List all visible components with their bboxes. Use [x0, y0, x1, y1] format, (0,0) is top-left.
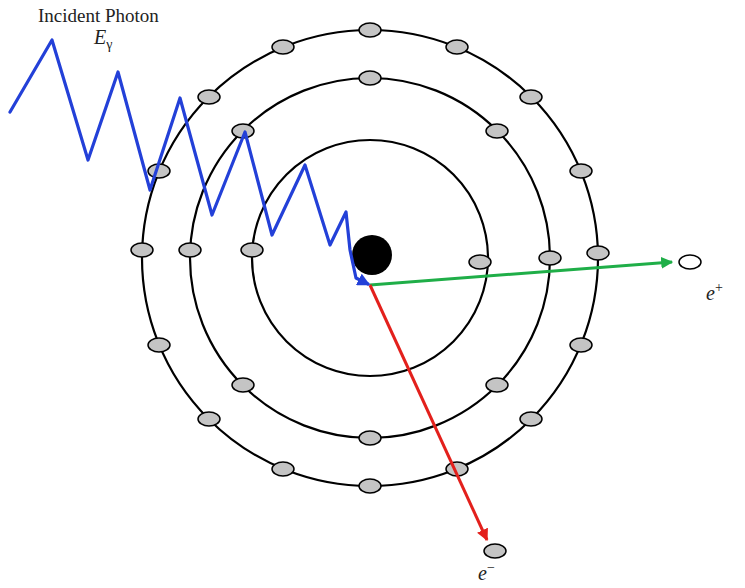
- superscript: −: [487, 560, 495, 575]
- photon-wave: [10, 40, 368, 284]
- electron-label: e−: [478, 560, 495, 584]
- photon-label: Incident Photon: [38, 6, 159, 27]
- subscript: γ: [106, 37, 112, 52]
- symbol: e: [478, 562, 487, 584]
- nucleus: [352, 235, 392, 275]
- inner-shell: [252, 140, 488, 376]
- electrons: [131, 23, 609, 493]
- emitted-electron: [484, 544, 506, 558]
- symbol: E: [94, 26, 106, 48]
- electron-shells: [142, 30, 598, 486]
- positron: [679, 255, 701, 269]
- electron-track: [370, 285, 487, 540]
- outer-shell: [142, 30, 598, 486]
- positron-label: e+: [706, 280, 723, 304]
- positron-track: [370, 262, 672, 285]
- photon-energy: Eγ: [94, 26, 112, 52]
- superscript: +: [715, 280, 723, 295]
- symbol: e: [706, 282, 715, 304]
